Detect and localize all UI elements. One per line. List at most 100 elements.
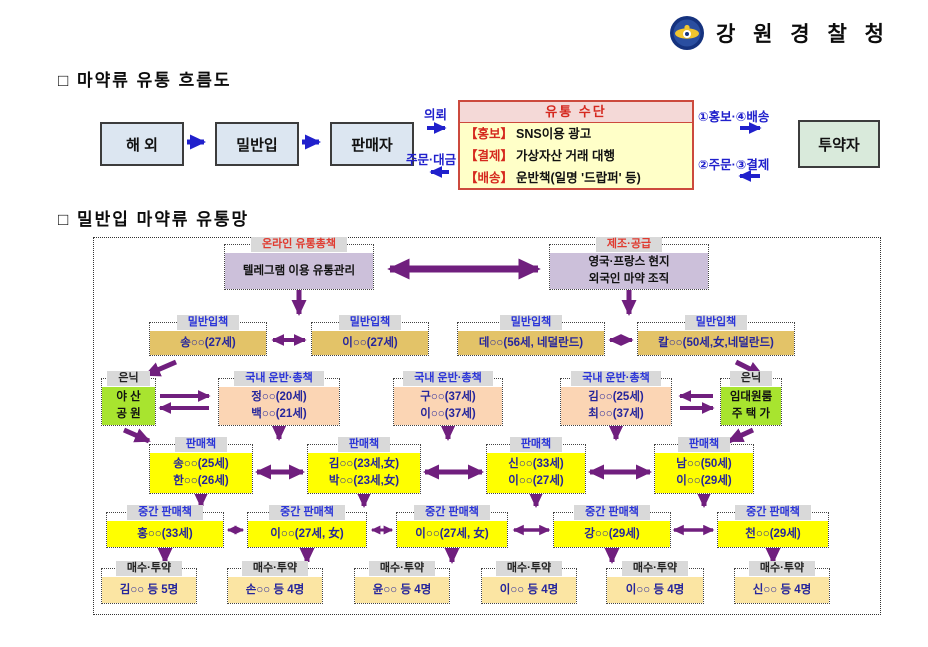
flow-box-user: 투약자 bbox=[798, 120, 880, 168]
node-role: 중간 판매책 bbox=[127, 505, 203, 520]
police-badge-icon bbox=[670, 16, 704, 50]
node-smuggler-2: 밀반입책 이○○(27세) bbox=[311, 315, 429, 356]
channel-text: SNS이용 광고 bbox=[516, 127, 592, 141]
node-role: 밀반입책 bbox=[338, 315, 402, 330]
channel-text: 운반책(일명 '드랍퍼' 등) bbox=[516, 171, 641, 185]
node-role: 중간 판매책 bbox=[269, 505, 345, 520]
member-name: 손○○ 등 4명 bbox=[245, 583, 305, 596]
label-request: 의뢰 bbox=[424, 108, 448, 122]
node-role: 매수·투약 bbox=[115, 561, 183, 576]
channel-text: 가상자산 거래 대행 bbox=[516, 149, 615, 163]
member-name: 칼○○(50세,女,네덜란드) bbox=[658, 336, 774, 349]
node-buyer-2: 매수·투약 손○○ 등 4명 bbox=[227, 561, 323, 604]
agency-name: 강 원 경 찰 청 bbox=[716, 23, 890, 46]
node-role: 매수·투약 bbox=[748, 561, 816, 576]
member-name: 이○○ 등 4명 bbox=[499, 583, 559, 596]
member-name: 강○○(29세) bbox=[584, 527, 640, 540]
node-role: 은닉 bbox=[729, 371, 773, 386]
node-role: 중간 판매책 bbox=[414, 505, 490, 520]
node-buyer-6: 매수·투약 신○○ 등 4명 bbox=[734, 561, 830, 604]
member-name: 데○○(56세, 네덜란드) bbox=[478, 336, 584, 349]
agency-header: 강 원 경 찰 청 bbox=[668, 14, 890, 52]
node-online-boss: 온라인 유통총책 텔레그램 이용 유통관리 bbox=[224, 237, 374, 290]
node-smuggler-4: 밀반입책 칼○○(50세,女,네덜란드) bbox=[637, 315, 795, 356]
node-role: 온라인 유통총책 bbox=[251, 237, 347, 252]
member-name: 남○○(50세) bbox=[676, 458, 732, 470]
node-manufacture-supply: 제조·공급 영국·프랑스 현지 외국인 마약 조직 bbox=[549, 237, 709, 290]
node-seller-4: 판매책 남○○(50세) 이○○(29세) bbox=[654, 437, 754, 494]
node-desc: 영국·프랑스 현지 bbox=[588, 256, 670, 268]
node-role: 매수·투약 bbox=[368, 561, 436, 576]
node-role: 판매책 bbox=[337, 437, 391, 452]
member-name: 천○○(29세) bbox=[745, 527, 801, 540]
member-name: 송○○(25세) bbox=[173, 458, 229, 470]
member-name: 윤○○ 등 4명 bbox=[372, 583, 432, 596]
section1-title: □ 마약류 유통 흐름도 bbox=[58, 71, 232, 90]
node-role: 중간 판매책 bbox=[735, 505, 811, 520]
member-name: 이○○(29세) bbox=[676, 475, 732, 487]
member-name: 구○○(37세) bbox=[420, 391, 476, 403]
node-buyer-3: 매수·투약 윤○○ 등 4명 bbox=[354, 561, 450, 604]
member-name: 이○○ 등 4명 bbox=[625, 583, 685, 596]
channel-tag: 【홍보】 bbox=[465, 127, 514, 141]
member-name: 이○○(27세) bbox=[508, 475, 564, 487]
network-arrows bbox=[122, 258, 781, 565]
channel-tag: 【결제】 bbox=[465, 149, 514, 163]
node-buyer-5: 매수·투약 이○○ 등 4명 bbox=[606, 561, 704, 604]
node-buyer-1: 매수·투약 김○○ 등 5명 bbox=[101, 561, 197, 604]
channel-tag: 【배송】 bbox=[465, 171, 514, 185]
member-name: 이○○(27세, 女) bbox=[415, 527, 489, 540]
member-name: 한○○(26세) bbox=[173, 475, 229, 487]
section2-title: □ 밀반입 마약류 유통망 bbox=[58, 210, 250, 229]
node-seller-2: 판매책 김○○(23세,女) 박○○(23세,女) bbox=[307, 437, 421, 494]
channel-title: 유통 수단 bbox=[460, 102, 692, 123]
member-name: 정○○(20세) bbox=[251, 391, 307, 403]
node-mid-seller-4: 중간 판매책 강○○(29세) bbox=[553, 505, 671, 548]
node-role: 매수·투약 bbox=[621, 561, 689, 576]
member-name: 김○○(25세) bbox=[588, 391, 644, 403]
member-name: 김○○ 등 5명 bbox=[119, 583, 179, 596]
node-carrier-3: 국내 운반·총책 김○○(25세) 최○○(37세) bbox=[560, 371, 672, 426]
node-role: 매수·투약 bbox=[241, 561, 309, 576]
member-name: 백○○(21세) bbox=[251, 408, 307, 420]
node-role: 판매책 bbox=[509, 437, 563, 452]
member-name: 신○○(33세) bbox=[508, 458, 564, 470]
channel-row-promo: 【홍보】SNS이용 광고 bbox=[460, 123, 692, 145]
node-desc: 텔레그램 이용 유통관리 bbox=[242, 264, 356, 277]
node-carrier-2: 국내 운반·총책 구○○(37세) 이○○(37세) bbox=[393, 371, 503, 426]
node-seller-3: 판매책 신○○(33세) 이○○(27세) bbox=[486, 437, 586, 494]
node-buyer-4: 매수·투약 이○○ 등 4명 bbox=[481, 561, 577, 604]
member-name: 신○○ 등 4명 bbox=[752, 583, 812, 596]
member-name: 김○○(23세,女) bbox=[328, 458, 400, 470]
node-role: 밀반입책 bbox=[684, 315, 748, 330]
member-name: 박○○(23세,女) bbox=[328, 475, 400, 487]
flow-box-smuggling: 밀반입 bbox=[215, 122, 299, 166]
node-role: 제조·공급 bbox=[595, 237, 663, 252]
flow-box-overseas: 해 외 bbox=[100, 122, 184, 166]
member-name: 송○○(27세) bbox=[180, 336, 236, 349]
hideout-place: 주 택 가 bbox=[731, 408, 771, 420]
node-role: 은닉 bbox=[107, 371, 150, 386]
node-role: 판매책 bbox=[677, 437, 731, 452]
node-role: 국내 운반·총책 bbox=[234, 371, 324, 386]
channel-row-payment: 【결제】가상자산 거래 대행 bbox=[460, 145, 692, 167]
channel-row-delivery: 【배송】운반책(일명 '드랍퍼' 등) bbox=[460, 167, 692, 189]
member-name: 이○○(27세) bbox=[342, 336, 398, 349]
node-mid-seller-5: 중간 판매책 천○○(29세) bbox=[717, 505, 829, 548]
member-name: 이○○(37세) bbox=[420, 408, 476, 420]
node-desc: 외국인 마약 조직 bbox=[588, 273, 670, 285]
hideout-place: 야 산 bbox=[116, 391, 141, 403]
node-smuggler-3: 밀반입책 데○○(56세, 네덜란드) bbox=[457, 315, 605, 356]
node-role: 밀반입책 bbox=[176, 315, 240, 330]
node-role: 판매책 bbox=[174, 437, 228, 452]
label-order-pay: ②주문·③결제 bbox=[698, 158, 770, 172]
node-mid-seller-1: 중간 판매책 홍○○(33세) bbox=[106, 505, 224, 548]
member-name: 홍○○(33세) bbox=[137, 527, 193, 540]
label-order-payment: 주문·대금 bbox=[406, 153, 457, 167]
distribution-network: 온라인 유통총책 텔레그램 이용 유통관리 제조·공급 영국·프랑스 현지 외국… bbox=[93, 237, 881, 615]
node-hideout-right: 은닉 임대원룸 주 택 가 bbox=[720, 371, 782, 426]
node-smuggler-1: 밀반입책 송○○(27세) bbox=[149, 315, 267, 356]
member-name: 이○○(27세, 女) bbox=[270, 527, 344, 540]
hideout-place: 공 원 bbox=[116, 408, 141, 420]
node-role: 밀반입책 bbox=[499, 315, 563, 330]
